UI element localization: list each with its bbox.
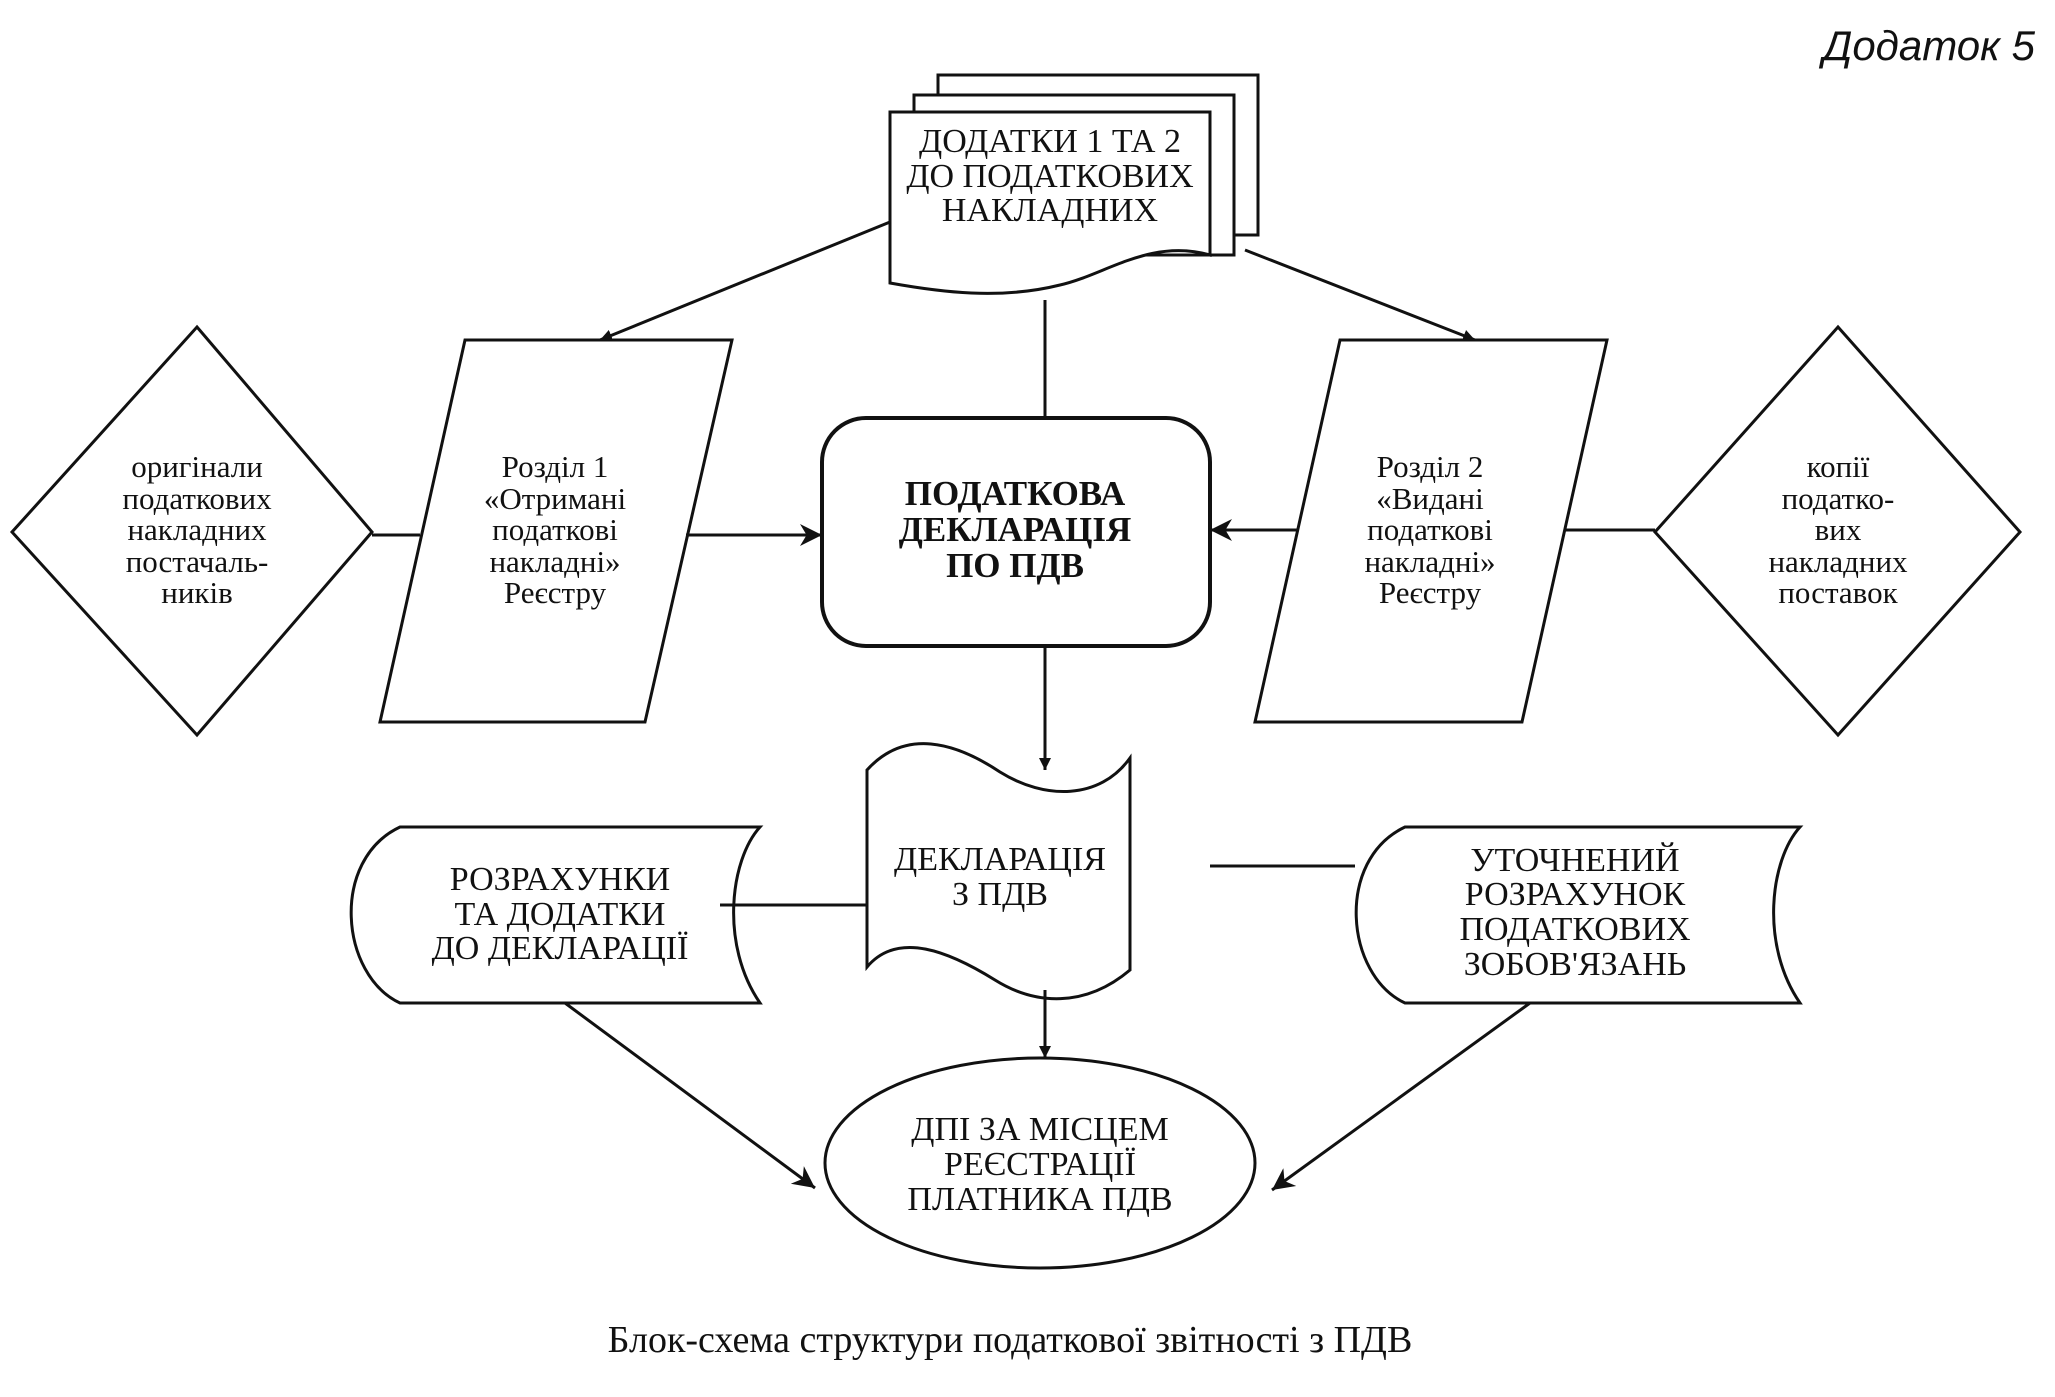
arrow-annexes-to-section1 [599,220,891,342]
calculations-line-3: ДО ДЕКЛАРАЦІЇ [431,930,689,968]
section1-line-1: Розділ 1 [501,448,609,484]
calculations-line-1: РОЗРАХУНКИ [449,860,671,898]
invoice-annexes-line-2: ДО ПОДАТКОВИХ [906,157,1194,195]
refined-calc-line-4: ЗОБОВ'ЯЗАНЬ [1463,945,1687,983]
copies-line-3: вих [1814,512,1862,548]
tax-office-line-2: РЕЄСТРАЦІЇ [944,1146,1136,1184]
tax-declaration-label: ПОДАТКОВА ДЕКЛАРАЦІЯ ПО ПДВ [830,460,1200,600]
section2-line-2: «Видані [1376,480,1484,516]
tax-declaration-line-2: ДЕКЛАРАЦІЯ [898,510,1132,550]
copies-diamond [1652,324,2023,738]
invoice-annexes-line-3: НАКЛАДНИХ [941,192,1159,230]
copies-line-1: копії [1806,448,1870,484]
section1-line-3: податкові [492,512,618,548]
originals-line-5: ників [161,575,233,611]
section1-label: Розділ 1 «Отримані податкові накладні» Р… [445,430,665,630]
calculations-line-2: ТА ДОДАТКИ [454,895,666,933]
arrow-calculations-to-office [564,1001,816,1190]
tax-office-label: ДПІ ЗА МІСЦЕМ РЕЄСТРАЦІЇ ПЛАТНИКА ПДВ [870,1108,1210,1223]
tax-office-ellipse [823,1056,1257,1270]
section1-parallelogram [378,338,734,724]
arrow-annexes-to-section2 [1244,248,1476,342]
section2-parallelogram [1253,338,1609,724]
originals-label: оригінали податкових накладних постачаль… [62,430,332,630]
refined-calc-line-3: ПОДАТКОВИХ [1459,911,1691,948]
tax-declaration-line-1: ПОДАТКОВА [904,474,1126,514]
invoice-annexes-document [888,110,1212,295]
refined-calc-line-1: УТОЧНЕНИЙ [1470,841,1680,879]
declaration-document [865,742,1132,1001]
originals-line-1: оригінали [131,448,263,484]
declaration-line-2: З ПДВ [952,876,1048,913]
refined-calc-storage [1354,825,1804,1005]
refined-calc-line-2: РОЗРАХУНОК [1464,876,1686,914]
copies-line-2: податко- [1781,480,1895,516]
section1-line-4: накладні» [489,543,621,579]
originals-line-2: податкових [122,480,272,516]
calculations-label: РОЗРАХУНКИ ТА ДОДАТКИ ДО ДЕКЛАРАЦІЇ [395,850,725,980]
arrow-refined-to-office [1271,1001,1531,1192]
section2-line-4: накладні» [1364,543,1496,579]
originals-diamond [9,324,374,738]
section2-line-5: Реєстру [1378,575,1482,611]
invoice-annexes-label: ДОДАТКИ 1 ТА 2 ДО ПОДАТКОВИХ НАКЛАДНИХ [895,118,1205,236]
section2-line-1: Розділ 2 [1376,448,1484,484]
calculations-storage [349,825,764,1005]
figure-caption: Блок-схема структури податкової звітност… [607,1319,1413,1361]
section1-line-5: Реєстру [503,575,607,611]
annex-label: Додаток 5 [1822,22,2035,69]
section2-label: Розділ 2 «Видані податкові накладні» Реє… [1320,430,1540,630]
tax-office-line-3: ПЛАТНИКА ПДВ [907,1180,1173,1218]
section1-line-2: «Отримані [483,480,627,516]
invoice-annexes-line-1: ДОДАТКИ 1 ТА 2 [919,122,1181,160]
declaration-label: ДЕКЛАРАЦІЯ З ПДВ [880,828,1120,928]
copies-label: копії податко- вих накладних поставок [1718,430,1958,630]
copies-line-5: поставок [1778,575,1898,611]
declaration-line-1: ДЕКЛАРАЦІЯ [894,841,1106,879]
section2-line-3: податкові [1367,512,1493,548]
copies-line-4: накладних [1768,543,1908,579]
originals-line-4: постачаль- [125,543,269,579]
refined-calc-label: УТОЧНЕНИЙ РОЗРАХУНОК ПОДАТКОВИХ ЗОБОВ'ЯЗ… [1415,838,1735,988]
originals-line-3: накладних [127,512,267,548]
tax-office-line-1: ДПІ ЗА МІСЦЕМ [911,1111,1169,1149]
tax-declaration-line-3: ПО ПДВ [946,545,1084,585]
